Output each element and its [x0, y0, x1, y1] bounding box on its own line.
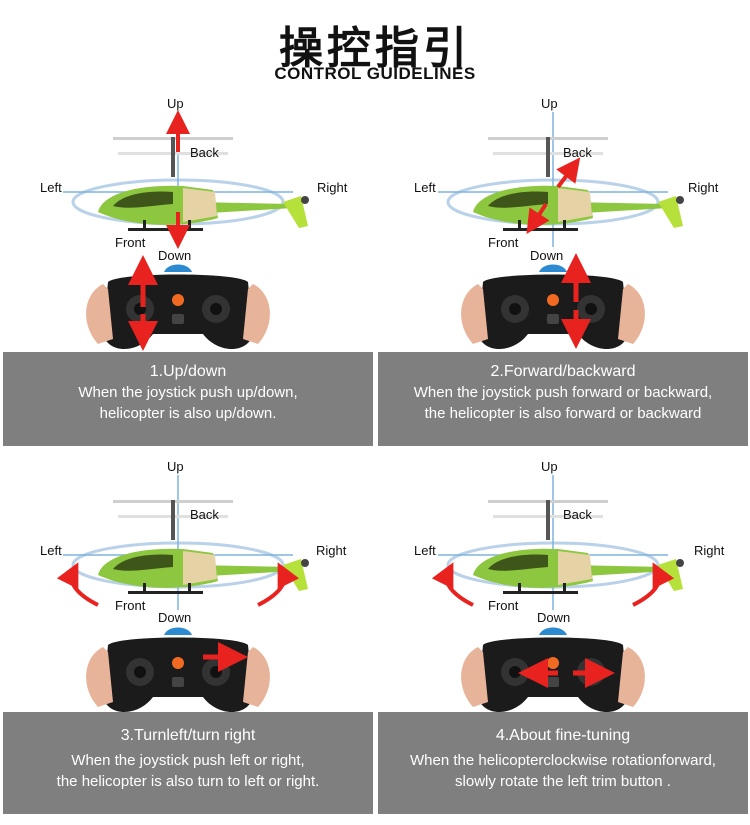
panel-fine-tuning: Up Back Left Right Front Down 4.About fi…	[378, 455, 748, 815]
label-back: Back	[190, 507, 219, 522]
label-up: Up	[541, 96, 558, 111]
panel-illustration: Up Back Left Right Front Down	[378, 455, 748, 715]
header: 操控指引 CONTROL GUIDELINES	[0, 0, 750, 92]
caption-line-2: the helicopter is also turn to left or r…	[56, 773, 320, 790]
label-down: Down	[537, 610, 571, 625]
label-front: Front	[115, 598, 146, 613]
caption-line-1: When the joystick push left or right,	[71, 752, 305, 769]
page-title: 操控指引	[279, 23, 471, 74]
label-front: Front	[115, 235, 146, 250]
label-right: Right	[694, 543, 725, 558]
label-left: Left	[414, 180, 436, 195]
panel-up-down: Up Back Left Right Front Down 1.Up/down …	[3, 92, 373, 446]
caption-line-1: When the helicopterclockwise rotationfor…	[410, 752, 716, 769]
page-subtitle: CONTROL GUIDELINES	[274, 64, 476, 83]
panel-illustration: Up Back Left Right Front Down	[3, 92, 373, 352]
caption-title: 3.Turnleft/turn right	[120, 727, 256, 744]
caption-title: 4.About fine-tuning	[495, 727, 631, 744]
caption-title: 2.Forward/backward	[490, 363, 636, 380]
label-right: Right	[316, 543, 347, 558]
label-left: Left	[40, 180, 62, 195]
caption-line-1: When the joystick push forward or backwa…	[413, 384, 713, 401]
label-right: Right	[317, 180, 348, 195]
caption-line-2: helicopter is also up/down.	[99, 405, 277, 422]
caption-line-1: When the joystick push up/down,	[78, 384, 298, 401]
label-front: Front	[488, 598, 519, 613]
label-right: Right	[688, 180, 719, 195]
panel-turn: Up Back Left Right Front Down 3.Turnleft…	[3, 455, 373, 815]
panel-caption: 1.Up/down When the joystick push up/down…	[3, 352, 373, 446]
label-down: Down	[158, 610, 192, 625]
caption-title: 1.Up/down	[149, 363, 227, 380]
label-up: Up	[167, 96, 184, 111]
panel-caption: 4.About fine-tuning When the helicopterc…	[378, 712, 748, 814]
label-down: Down	[530, 248, 564, 263]
label-down: Down	[158, 248, 192, 263]
label-left: Left	[40, 543, 62, 558]
label-front: Front	[488, 235, 519, 250]
label-up: Up	[167, 459, 184, 474]
panel-illustration: Up Back Left Right Front Down	[378, 92, 748, 352]
label-up: Up	[541, 459, 558, 474]
label-left: Left	[414, 543, 436, 558]
panel-caption: 2.Forward/backward When the joystick pus…	[378, 352, 748, 446]
panel-caption: 3.Turnleft/turn right When the joystick …	[3, 712, 373, 814]
label-back: Back	[190, 145, 219, 160]
panel-illustration: Up Back Left Right Front Down	[3, 455, 373, 715]
panel-forward-backward: Up Back Left Right Front Down 2.Forward/…	[378, 92, 748, 446]
caption-line-2: the helicopter is also forward or backwa…	[424, 405, 702, 422]
label-back: Back	[563, 145, 592, 160]
caption-line-2: slowly rotate the left trim button .	[455, 773, 671, 790]
label-back: Back	[563, 507, 592, 522]
